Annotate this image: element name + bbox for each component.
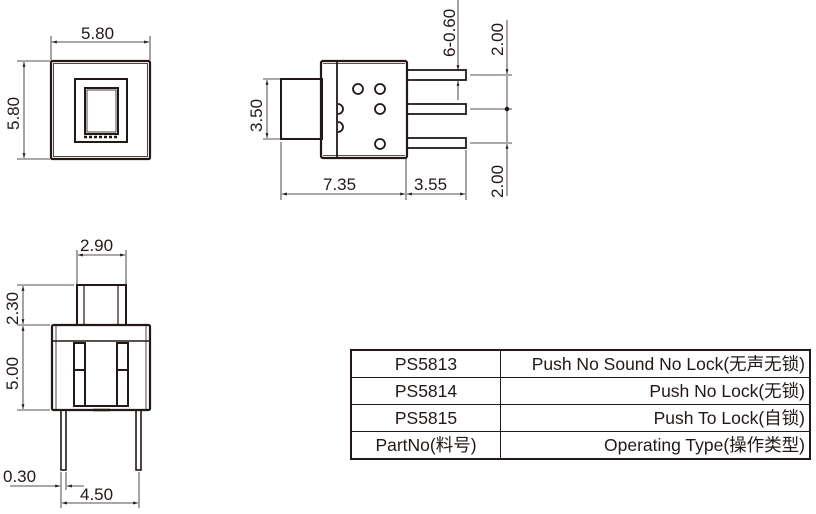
pitch-bottom-label: 2.00 <box>488 165 507 198</box>
side-hole <box>374 83 386 95</box>
side-pin-bottom <box>406 137 467 149</box>
bottom-slot-left <box>73 342 86 407</box>
bottom-plunger-width-label: 2.90 <box>80 236 113 255</box>
side-pin-middle <box>406 103 467 115</box>
bottom-pin-left <box>60 409 67 471</box>
bottom-view <box>10 250 152 508</box>
bottom-slot-right <box>116 342 129 407</box>
spec-table: PS5813 Push No Sound No Lock(无声无锁) PS581… <box>350 349 811 460</box>
pin-spec-label: 6-0.60 <box>440 9 459 57</box>
part-no-cell: PS5815 <box>350 404 501 432</box>
side-half-hole <box>337 103 344 115</box>
pitch-center-dot <box>504 106 510 112</box>
side-hole <box>374 103 386 115</box>
side-plunger-height-label: 3.50 <box>247 99 266 132</box>
side-plunger <box>280 78 323 140</box>
pitch-top-label: 2.00 <box>488 23 507 56</box>
front-body-outline <box>49 59 152 161</box>
side-view <box>263 0 512 200</box>
table-row: PS5813 Push No Sound No Lock(无声无锁) <box>350 349 811 378</box>
operating-type-cell: Push To Lock(自锁) <box>500 404 811 432</box>
side-body-length-label: 7.35 <box>323 175 356 194</box>
side-pin-length-label: 3.55 <box>414 175 447 194</box>
front-body-inner-edge <box>53 63 148 157</box>
side-hole <box>352 83 364 95</box>
table-row: PS5814 Push No Lock(无锁) <box>350 377 811 405</box>
pin-thickness-label: 0.30 <box>3 467 36 486</box>
front-plunger <box>84 87 119 135</box>
operating-type-cell: Push No Lock(无锁) <box>500 377 811 405</box>
front-recess <box>74 78 128 143</box>
bottom-body-height-label: 5.00 <box>3 357 22 390</box>
table-header-row: PartNo(料号) Operating Type(操作类型) <box>350 431 811 460</box>
side-half-hole <box>337 121 344 133</box>
front-view <box>17 36 152 161</box>
bottom-body <box>50 323 152 412</box>
front-width-label: 5.80 <box>81 24 114 43</box>
side-pin-top <box>406 69 467 81</box>
bottom-plunger-height-label: 2.30 <box>3 292 22 325</box>
bottom-pin-right <box>135 409 142 471</box>
side-body <box>319 59 409 160</box>
part-no-header: PartNo(料号) <box>350 431 501 460</box>
operating-type-cell: Push No Sound No Lock(无声无锁) <box>500 349 811 378</box>
operating-type-header: Operating Type(操作类型) <box>500 431 811 460</box>
front-plunger-inner <box>86 89 117 133</box>
table-row: PS5815 Push To Lock(自锁) <box>350 404 811 432</box>
part-no-cell: PS5813 <box>350 349 501 378</box>
front-height-label: 5.80 <box>4 97 23 130</box>
side-hole <box>374 138 386 150</box>
part-no-cell: PS5814 <box>350 377 501 405</box>
pin-spacing-label: 4.50 <box>80 485 113 504</box>
